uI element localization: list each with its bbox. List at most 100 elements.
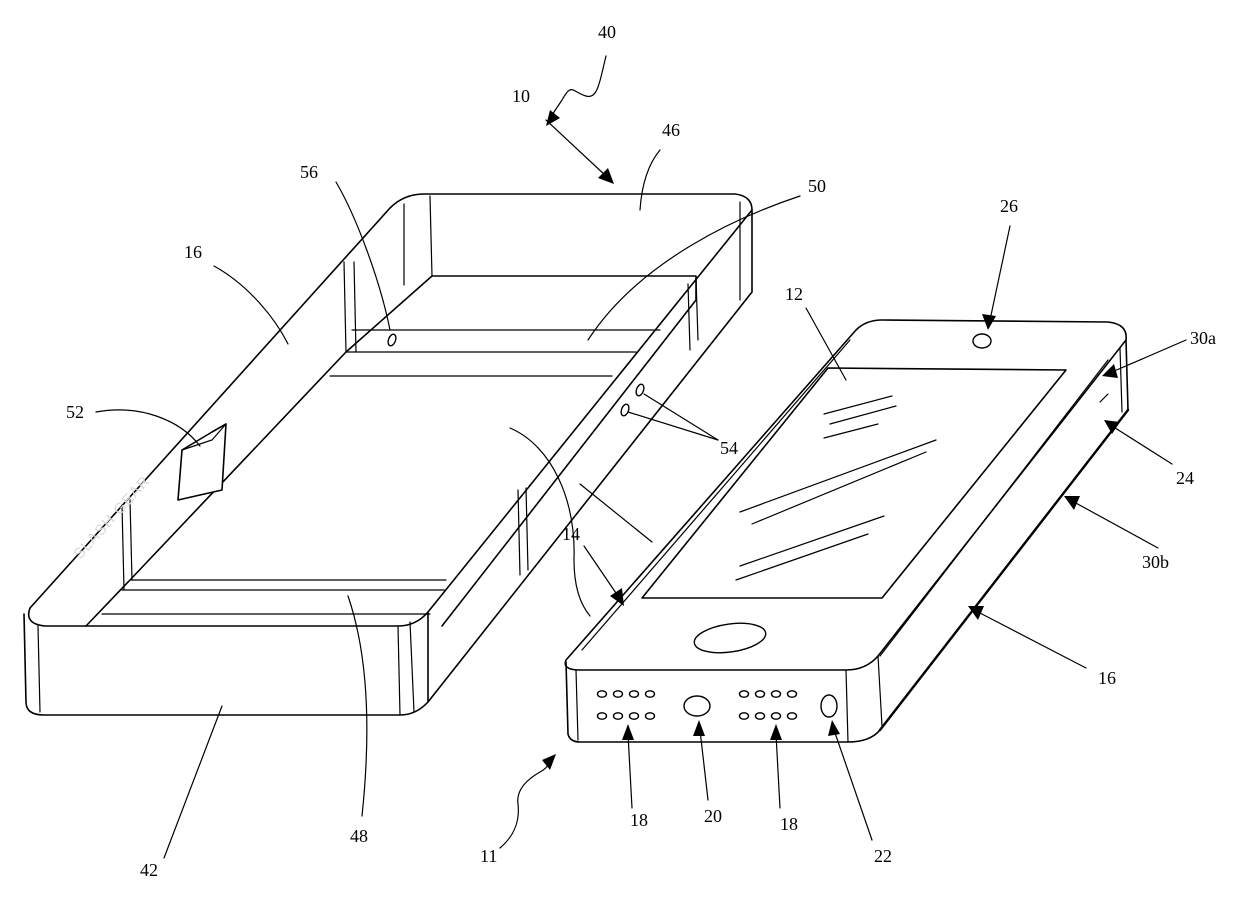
phone-right-edge [1119, 347, 1123, 413]
leader-42 [163, 705, 223, 859]
label-30a: 30a [1190, 328, 1216, 348]
screen-glare [739, 515, 885, 567]
phone-bottom-edge [575, 669, 579, 741]
arrow-16-phone [968, 606, 984, 620]
label-54: 54 [720, 438, 738, 458]
leader-54a [643, 393, 719, 441]
label-26: 26 [1000, 196, 1018, 216]
arrow-10 [598, 168, 614, 184]
leader-14 [583, 545, 619, 597]
leader-14-curve [509, 427, 591, 617]
headphone-jack-22 [820, 694, 838, 718]
case-front-wall [23, 611, 429, 716]
phone [564, 319, 1130, 743]
label-56: 56 [300, 162, 318, 182]
case-outer-rim [27, 193, 753, 627]
leader-12 [805, 307, 847, 381]
inner-wall-line [353, 261, 357, 353]
case-inner-opening [85, 275, 697, 627]
case-slot-52 [177, 423, 227, 501]
label-46: 46 [662, 120, 680, 140]
case-front-corner-line [397, 625, 401, 716]
inner-wall-line [129, 499, 133, 581]
label-18-right: 18 [780, 814, 798, 834]
speaker-grill-right [738, 690, 798, 720]
leader-50 [587, 195, 801, 341]
arrow-11 [542, 754, 556, 770]
label-18-left: 18 [630, 810, 648, 830]
leader-18-right [775, 733, 781, 809]
phone-thick-edge [878, 408, 1130, 732]
arrow-18-left [622, 724, 634, 740]
leader-16-phone [977, 611, 1087, 669]
phone-bottom-edge [877, 655, 883, 727]
inner-wall-line [517, 489, 521, 576]
leader-40 [549, 55, 607, 119]
arrow-26 [982, 314, 996, 330]
inner-wall-line [429, 195, 433, 277]
inner-wall-line [343, 261, 347, 353]
label-24: 24 [1176, 468, 1194, 488]
case-hole-56 [387, 333, 397, 347]
screen-glare [735, 533, 869, 581]
inner-wall-line [687, 283, 691, 351]
leader-30a [1111, 339, 1187, 373]
inner-wall-line [695, 277, 699, 341]
speaker-grill-left [596, 690, 656, 720]
label-16-phone: 16 [1098, 668, 1116, 688]
case-front-corner-line-2 [409, 621, 415, 713]
arrow-40 [546, 110, 560, 126]
label-20: 20 [704, 806, 722, 826]
label-52: 52 [66, 402, 84, 422]
leader-lines [95, 55, 1187, 859]
label-14: 14 [562, 524, 580, 544]
leader-56 [335, 181, 391, 331]
case-slot-edge [181, 423, 227, 451]
leader-54b [627, 411, 719, 441]
arrow-18-right [770, 724, 782, 740]
case-front-edge-line [37, 625, 41, 713]
leader-16-case [213, 265, 289, 345]
leader-46 [639, 149, 661, 211]
leader-18-left [627, 733, 633, 809]
label-30b: 30b [1142, 552, 1169, 572]
leader-26 [989, 225, 1011, 321]
screen-glare [823, 395, 893, 415]
arrow-22 [828, 720, 840, 736]
case-hole-54b [620, 403, 630, 417]
screen-glare [829, 405, 897, 425]
leader-11 [499, 761, 551, 849]
leader-22 [833, 729, 873, 841]
phone-right-face [1125, 339, 1129, 411]
phone-right-inner-edge [879, 359, 1109, 657]
label-10: 10 [512, 86, 530, 106]
reference-numerals: 40 10 46 56 50 26 16 12 30a 52 54 24 14 … [66, 22, 1216, 880]
phone-screen [641, 367, 1067, 599]
inner-wall-line [121, 504, 125, 591]
label-12: 12 [785, 284, 803, 304]
phone-bottom-edge [845, 669, 849, 743]
arrow-30b [1064, 496, 1080, 510]
leader-floor [579, 483, 653, 543]
label-40: 40 [598, 22, 616, 42]
screen-glare [739, 439, 937, 513]
arrow-24 [1104, 420, 1120, 434]
label-50: 50 [808, 176, 826, 196]
leader-30b [1073, 501, 1159, 549]
arrow-20 [693, 720, 705, 736]
screen-glare [751, 451, 927, 525]
phone-bottom-face [565, 409, 1129, 743]
leader-20 [699, 729, 709, 801]
watermark: SLASH GEAR [70, 473, 153, 563]
case-hole-54a [635, 383, 645, 397]
home-button [693, 622, 767, 654]
charging-port-20 [683, 695, 711, 717]
front-camera-26 [972, 333, 992, 349]
leader-48 [347, 595, 368, 817]
label-16-case: 16 [184, 242, 202, 262]
label-48: 48 [350, 826, 368, 846]
label-42: 42 [140, 860, 158, 880]
arrow-14 [610, 588, 624, 606]
